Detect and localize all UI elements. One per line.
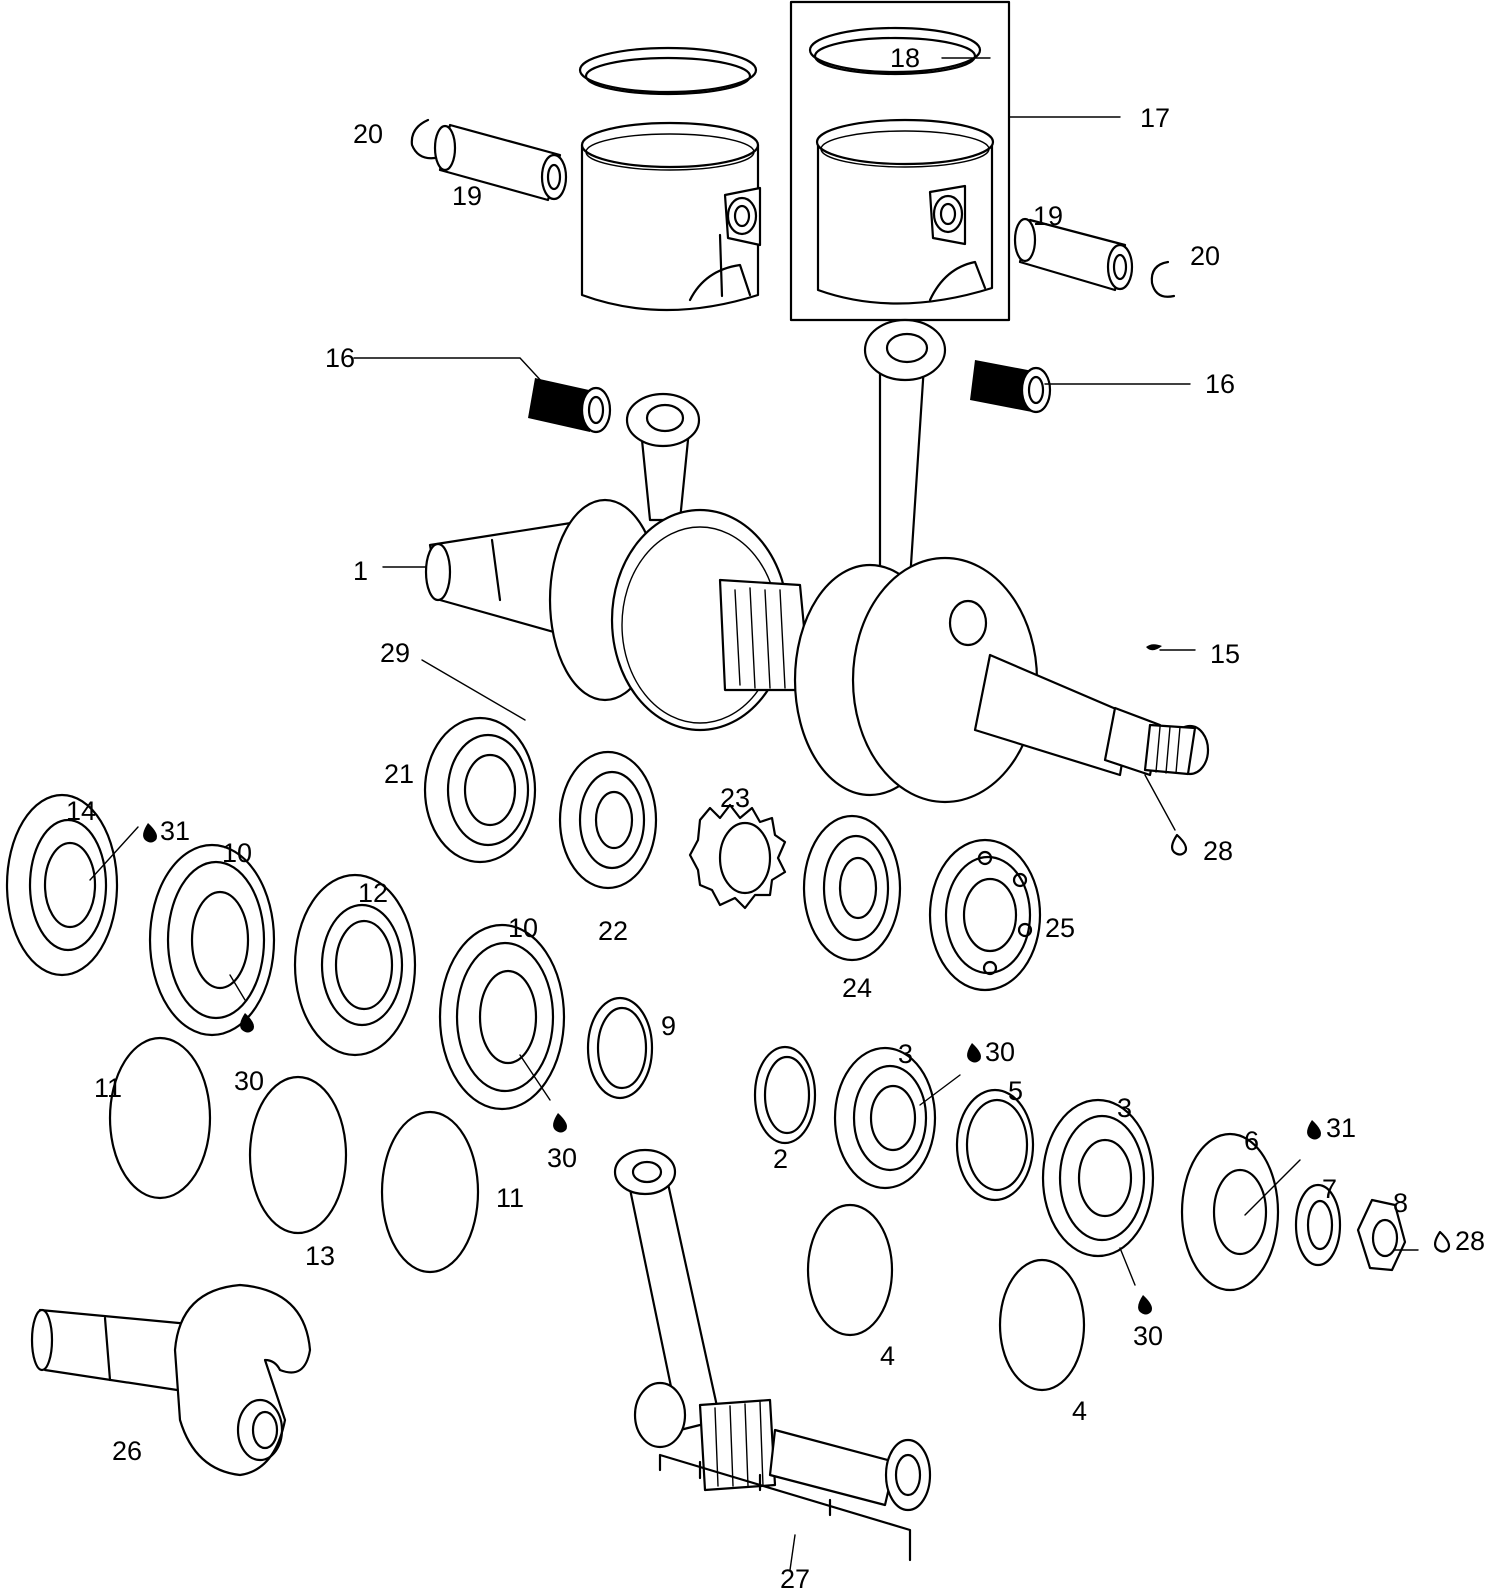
gear-23 bbox=[688, 803, 787, 910]
shim-2 bbox=[753, 1045, 817, 1145]
label-8: 8 bbox=[1393, 1188, 1408, 1218]
label-6: 6 bbox=[1244, 1126, 1259, 1156]
oil-drop-icon bbox=[1138, 1295, 1152, 1315]
label-3-right: 3 bbox=[1117, 1093, 1132, 1123]
oil-drop-icons bbox=[143, 823, 1451, 1315]
o-ring-13 bbox=[248, 1075, 348, 1235]
label-10-right: 10 bbox=[508, 913, 538, 943]
crankshaft bbox=[424, 318, 1210, 804]
label-26: 26 bbox=[112, 1436, 142, 1466]
oil-drop-icon bbox=[240, 1013, 254, 1033]
label-10-left: 10 bbox=[222, 838, 252, 868]
seal-12 bbox=[293, 873, 417, 1057]
label-20-right: 20 bbox=[1190, 241, 1220, 271]
leader-lines bbox=[89, 57, 1419, 1571]
label-30-d: 30 bbox=[1133, 1321, 1163, 1351]
o-ring-11-right bbox=[380, 1110, 480, 1274]
label-31-a: 31 bbox=[160, 816, 190, 846]
label-13: 13 bbox=[305, 1241, 335, 1271]
label-11-right: 11 bbox=[496, 1183, 524, 1213]
oil-drop-icon bbox=[967, 1043, 981, 1063]
label-16-left: 16 bbox=[325, 343, 355, 373]
bearing-3-left bbox=[833, 1046, 937, 1190]
o-ring-4-right bbox=[998, 1258, 1086, 1392]
label-1: 1 bbox=[353, 556, 368, 586]
label-28-bottom: 28 bbox=[1455, 1226, 1485, 1256]
label-22: 22 bbox=[598, 916, 628, 946]
label-15: 15 bbox=[1210, 639, 1240, 669]
label-23: 23 bbox=[720, 783, 750, 813]
label-9: 9 bbox=[661, 1011, 676, 1041]
label-20-left: 20 bbox=[353, 119, 383, 149]
connecting-rod-27 bbox=[613, 1148, 932, 1562]
label-29: 29 bbox=[380, 638, 410, 668]
label-18: 18 bbox=[890, 43, 920, 73]
circlip-right bbox=[1150, 260, 1176, 298]
oil-drop-icon bbox=[553, 1113, 567, 1133]
seal-22 bbox=[558, 750, 658, 890]
label-5: 5 bbox=[1008, 1076, 1023, 1106]
oil-drop-icon bbox=[1307, 1120, 1321, 1140]
nut-8 bbox=[1356, 1198, 1407, 1272]
shim-9 bbox=[586, 996, 654, 1100]
circlip-left bbox=[410, 118, 437, 160]
label-4-left: 4 bbox=[880, 1341, 895, 1371]
label-11-left: 11 bbox=[94, 1073, 122, 1103]
label-21: 21 bbox=[384, 759, 414, 789]
label-30-a: 30 bbox=[234, 1066, 264, 1096]
label-17: 17 bbox=[1140, 103, 1170, 133]
label-30-c: 30 bbox=[985, 1037, 1015, 1067]
label-12: 12 bbox=[358, 878, 388, 908]
seal-24 bbox=[802, 814, 902, 962]
needle-bearing-left bbox=[528, 378, 612, 434]
piston-right bbox=[808, 26, 995, 305]
label-25: 25 bbox=[1045, 913, 1075, 943]
piston-pin-right bbox=[1013, 217, 1134, 292]
label-19-right: 19 bbox=[1033, 201, 1063, 231]
label-2: 2 bbox=[773, 1144, 788, 1174]
label-14: 14 bbox=[66, 796, 96, 826]
grease-drop-icon bbox=[1433, 1230, 1451, 1253]
bearing-3-right bbox=[1041, 1098, 1155, 1258]
label-27: 27 bbox=[780, 1564, 810, 1588]
oil-drop-icon bbox=[143, 823, 157, 843]
bearing-10-right bbox=[438, 923, 566, 1111]
seal-6 bbox=[1180, 1132, 1280, 1292]
label-16-right: 16 bbox=[1205, 369, 1235, 399]
label-28-top: 28 bbox=[1203, 836, 1233, 866]
label-4-right: 4 bbox=[1072, 1396, 1087, 1426]
label-7: 7 bbox=[1322, 1174, 1337, 1204]
label-24: 24 bbox=[842, 973, 872, 1003]
piston-pin-left bbox=[433, 123, 568, 202]
label-19-left: 19 bbox=[452, 181, 482, 211]
piston-left bbox=[578, 46, 762, 312]
o-ring-11-left bbox=[108, 1036, 212, 1200]
label-30-b: 30 bbox=[547, 1143, 577, 1173]
bearing-21 bbox=[423, 716, 537, 864]
seal-14 bbox=[5, 793, 119, 977]
part-labels: 1 2 3 3 4 4 5 6 7 8 9 10 10 11 11 12 13 … bbox=[66, 43, 1485, 1588]
bearing-25 bbox=[928, 838, 1042, 992]
washer-7 bbox=[1294, 1183, 1342, 1267]
bearing-10-left bbox=[148, 843, 276, 1037]
o-ring-4-left bbox=[806, 1203, 894, 1337]
shim-5 bbox=[955, 1088, 1035, 1202]
grease-drop-icon bbox=[1170, 833, 1188, 856]
label-31-b: 31 bbox=[1326, 1113, 1356, 1143]
crank-half-26 bbox=[30, 1283, 312, 1477]
label-3-left: 3 bbox=[898, 1039, 913, 1069]
needle-bearing-right bbox=[970, 360, 1052, 414]
